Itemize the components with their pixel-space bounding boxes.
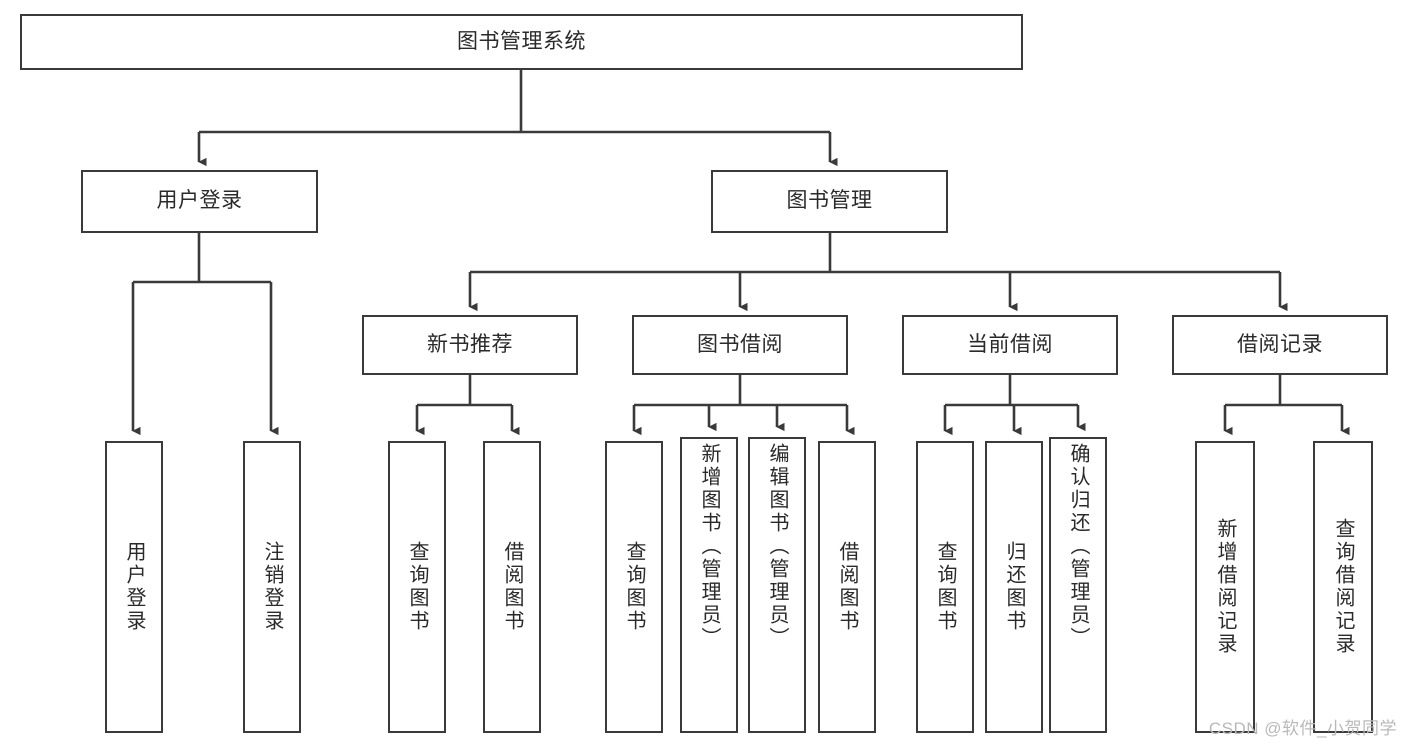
- leaf-borrow-book-2[interactable]: 借阅图书: [818, 441, 876, 733]
- node-new-book-rec-label: 新书推荐: [427, 332, 513, 356]
- node-current-borrow[interactable]: 当前借阅: [902, 315, 1118, 375]
- leaf-add-record-label: 新增借阅记录: [1214, 518, 1236, 656]
- leaf-user-login-label: 用户登录: [123, 541, 145, 633]
- node-new-book-rec[interactable]: 新书推荐: [362, 315, 578, 375]
- leaf-user-logout[interactable]: 注销登录: [243, 441, 301, 733]
- node-book-manage[interactable]: 图书管理: [711, 170, 948, 233]
- leaf-confirm-return-label: 确认归还（管理员）: [1067, 443, 1089, 650]
- leaf-add-book-label: 新增图书（管理员）: [698, 443, 720, 650]
- node-root[interactable]: 图书管理系统: [20, 14, 1023, 70]
- node-user-login-label: 用户登录: [156, 189, 243, 213]
- leaf-borrow-book-1[interactable]: 借阅图书: [483, 441, 541, 733]
- leaf-confirm-return[interactable]: 确认归还（管理员）: [1049, 437, 1107, 733]
- node-borrow-record-label: 借阅记录: [1237, 332, 1323, 356]
- leaf-query-book-3-label: 查询图书: [934, 541, 956, 633]
- node-user-login[interactable]: 用户登录: [81, 170, 318, 233]
- node-book-borrow[interactable]: 图书借阅: [632, 315, 848, 375]
- leaf-borrow-book-2-label: 借阅图书: [836, 541, 858, 633]
- leaf-query-book-2-label: 查询图书: [623, 541, 645, 633]
- leaf-edit-book[interactable]: 编辑图书（管理员）: [748, 437, 806, 733]
- leaf-user-login[interactable]: 用户登录: [105, 441, 163, 733]
- node-borrow-record[interactable]: 借阅记录: [1172, 315, 1388, 375]
- node-current-borrow-label: 当前借阅: [967, 332, 1053, 356]
- leaf-user-logout-label: 注销登录: [261, 541, 283, 633]
- leaf-add-record[interactable]: 新增借阅记录: [1195, 441, 1255, 733]
- leaf-query-record-label: 查询借阅记录: [1332, 518, 1354, 656]
- node-book-borrow-label: 图书借阅: [697, 332, 783, 356]
- node-root-label: 图书管理系统: [457, 29, 586, 53]
- leaf-edit-book-label: 编辑图书（管理员）: [766, 443, 788, 650]
- csdn-watermark: CSDN @软件_小贺同学: [1208, 719, 1397, 738]
- leaf-query-book-3[interactable]: 查询图书: [916, 441, 974, 733]
- leaf-query-book-1[interactable]: 查询图书: [388, 441, 446, 733]
- leaf-add-book[interactable]: 新增图书（管理员）: [680, 437, 738, 733]
- leaf-borrow-book-1-label: 借阅图书: [501, 541, 523, 633]
- leaf-return-book-label: 归还图书: [1003, 541, 1025, 633]
- node-book-manage-label: 图书管理: [786, 189, 873, 213]
- leaf-query-record[interactable]: 查询借阅记录: [1313, 441, 1373, 733]
- leaf-return-book[interactable]: 归还图书: [985, 441, 1043, 733]
- leaf-query-book-1-label: 查询图书: [406, 541, 428, 633]
- leaf-query-book-2[interactable]: 查询图书: [605, 441, 663, 733]
